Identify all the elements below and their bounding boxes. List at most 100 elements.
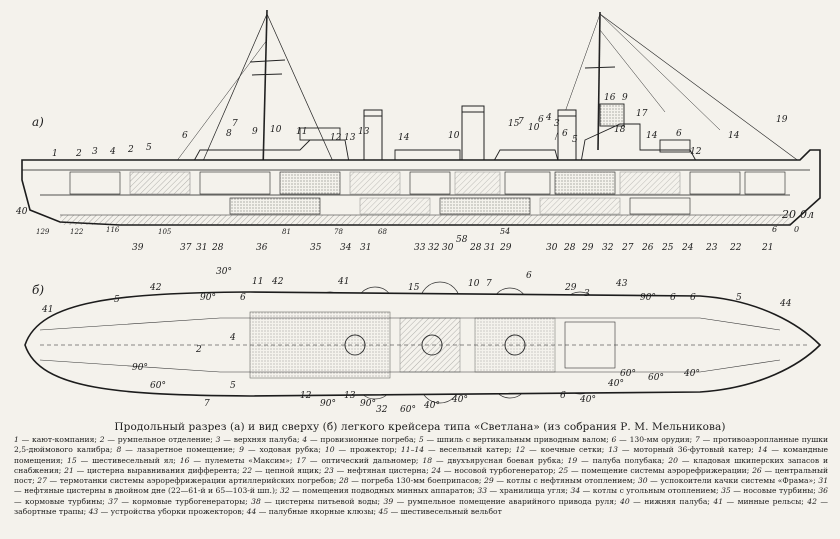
callout-label: 28 [469,243,482,253]
callout-label: 122 [70,228,84,236]
callout-label: 6 [772,225,777,234]
section-top-callouts: 1 2 3 4 2 5 6 8 7 9 10 11 12 13 13 14 10… [52,93,788,159]
callout-label: 105 [158,228,172,236]
callout-label: 1 [52,149,58,159]
callout-label: 7 [486,279,492,289]
legend-text: румпельное отделение; [117,435,213,444]
callout-label: 2 [127,145,134,155]
legend-entry: 40 — нижняя палуба; [620,496,710,506]
legend-entry: 29 — котлы с нефтяным отоплением; [484,476,636,486]
callout-label: 5 [736,293,742,303]
callout-label: 14 [728,131,740,141]
callout-label: 5 [146,143,152,153]
callout-label: 30 [546,243,558,253]
legend-text: центральный пост; [14,465,829,486]
callout-label: 39 [132,243,144,253]
callout-label: 4 [229,333,236,343]
legend-number: 21 [64,465,74,475]
legend-entry: 13 — моторный 36-футовый катер; [608,445,754,455]
callout-label: 14 [398,133,410,143]
callout-label: 78 [334,228,343,236]
callout-label: 81 [282,228,291,236]
section-bottom-callouts: 40 129 122 116 39 105 37 31 28 36 81 35 … [15,207,814,253]
callout-label: 44 [779,299,792,309]
legend-entry: 15 — шестивесельный ял; [66,455,176,465]
legend-text: носовой турбогенератор; [454,465,556,475]
legend-text: палуба полубака; [592,455,665,465]
callout-label: 6 [670,293,676,303]
legend-entry: 33 — хранилища угля; [477,486,568,496]
legend-text: 130-мм орудия; [629,435,693,444]
legend-entry: 2 — румпельное отделение; [99,435,213,444]
callout-label: 27 [621,243,634,253]
legend-text: носовые турбины; [743,486,816,496]
legend-entry: 23 — нефтяная цистерна; [324,465,429,475]
callout-label: 29 [581,243,594,253]
legend-text: нефтяные цистерны в двойном дне (22—61-й… [24,486,278,496]
callout-label: 40° [423,401,440,411]
legend-number: 44 [246,507,257,517]
callout-label: 18 [614,125,626,135]
legend-entry: 38 — цистерны питьевой воды; [251,496,381,506]
callout-label: 16 [604,93,616,103]
callout-label: 58 [456,235,468,245]
callout-label: 32 [376,405,388,415]
callout-label: 42 [271,277,284,287]
legend-number: 3 [215,435,221,444]
legend-text: провизионные погреба; [320,435,417,444]
legend-number: 1 [14,435,19,444]
legend-number: 33 [477,486,488,496]
longitudinal-section: а) [15,9,821,253]
legend-number: 8 [116,445,122,455]
callout-label: 21 [761,243,773,253]
legend-number: 22 [242,465,253,475]
callout-label: 34 [340,243,352,253]
callout-label: 54 [500,227,510,236]
callout-label: 23 [705,243,718,253]
legend-text: котлы с нефтяным отоплением; [506,476,636,486]
callout-label: 26 [641,243,654,253]
callout-label: 12 [300,391,312,401]
legend-text: котлы с угольным отоплением; [592,486,719,496]
legend-entry: 34 — котлы с угольным отоплением; [570,486,719,496]
legend-text: устройства уборки прожекторов; [110,507,245,517]
callout-label: 29 [564,283,577,293]
callout-label: 15 [508,119,520,129]
legend-text: весельный катер; [439,445,512,455]
legend-number: 4 [302,435,308,444]
legend-text: успокоители качки системы «Фрама»; [660,476,816,486]
legend-entry: 31 — нефтяные цистерны в двойном дне (22… [14,476,829,496]
legend-number: 27 [37,476,47,486]
callout-label: 6 [560,391,566,401]
legend-number: 18 [422,455,433,465]
callout-label: 9 [622,93,628,103]
legend-number: 40 [620,496,630,506]
callout-label: 90° [640,293,656,303]
legend-text: кладовая шкиперских запасов и снабжения; [14,455,829,475]
callout-label: 35 [310,243,322,253]
legend-number: 9 [239,445,245,455]
legend-number: 41 [713,496,724,506]
legend-text: коечные сетки; [540,445,605,455]
legend-number: 12 [515,445,526,455]
callout-label: 5 [230,381,236,391]
legend-number: 45 [378,507,389,517]
legend-entry: 12 — коечные сетки; [515,445,605,455]
legend-number: 15 [66,455,77,465]
legend-entry: 43 — устройства уборки прожекторов; [88,507,245,517]
legend-text: цистерны питьевой воды; [275,496,381,506]
legend-entry: 19 — палуба полубака; [567,455,665,465]
legend-text: кают-компания; [32,435,97,444]
callout-label: 11 [252,277,263,287]
callout-label: 3 [92,147,98,157]
legend-entry: 5 — шпиль с вертикальным приводным валом… [418,435,609,444]
legend-number: 32 [279,486,290,496]
legend-number: 26 [752,465,762,475]
callout-label: 11 [296,127,307,137]
legend-entry: 4 — провизионные погреба; [302,435,417,444]
callout-label: 6 [676,129,682,139]
callout-label: 20 [781,208,796,221]
legend-text: нижняя палуба; [644,496,710,506]
callout-label: 40° [683,369,700,379]
callout-label: 129 [36,228,50,236]
